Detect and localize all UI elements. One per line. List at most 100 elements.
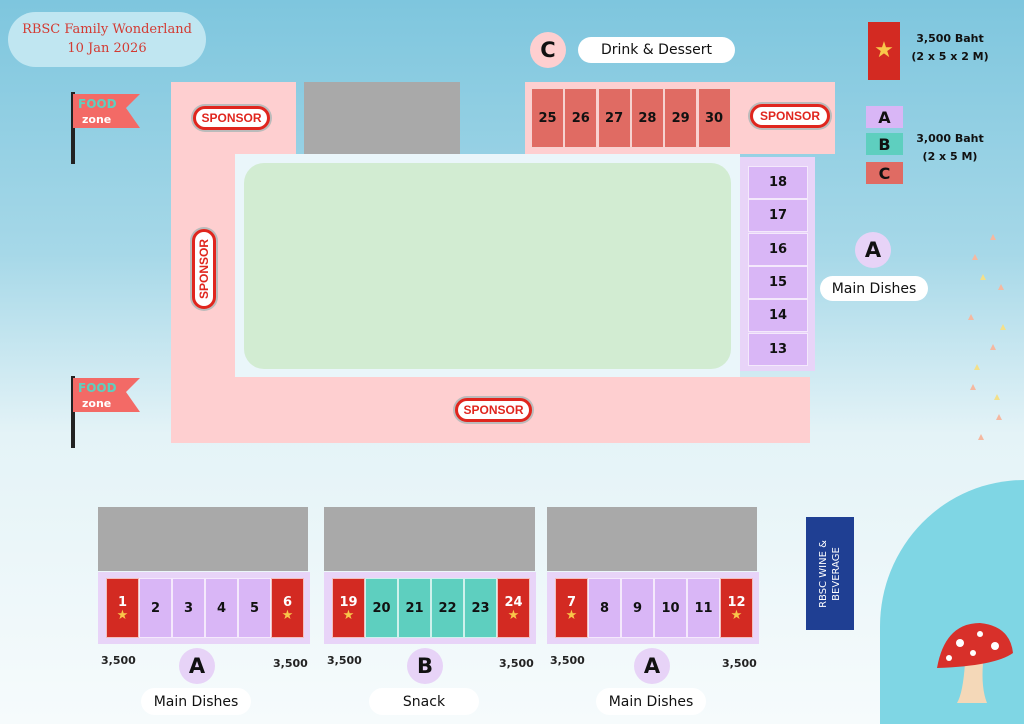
wine-beverage-label: RBSC WINE & BEVERAGE — [818, 539, 842, 608]
sponsor-badge: SPONSOR — [193, 106, 270, 130]
svg-text:FOOD: FOOD — [78, 381, 117, 395]
food-zone-flag-icon: FOOD zone — [71, 92, 140, 164]
premium-legend-swatch: ★ — [868, 22, 900, 80]
stall-number: 3 — [183, 600, 194, 616]
zone-label: Main Dishes — [596, 688, 706, 715]
tent-block — [324, 507, 535, 571]
stall-6: 6★ — [271, 578, 304, 638]
stall-5: 5 — [238, 578, 271, 638]
svg-text:zone: zone — [82, 113, 111, 126]
stall-number: 1 — [117, 594, 128, 610]
stall-28: 28 — [630, 88, 664, 148]
event-title-badge: RBSC Family Wonderland 10 Jan 2026 — [8, 12, 206, 67]
stall-8: 8 — [588, 578, 621, 638]
premium-legend-text: 3,500 Baht (2 x 5 x 2 M) — [905, 30, 995, 66]
tent-block — [547, 507, 757, 571]
stall-15: 15 — [748, 265, 808, 299]
stall-number: 20 — [372, 600, 391, 616]
sponsor-badge: SPONSOR — [455, 398, 532, 422]
stall-number: 24 — [504, 594, 523, 610]
right-price: 3,500 — [499, 657, 534, 670]
zone-label: Main Dishes — [141, 688, 251, 715]
star-icon: ★ — [342, 607, 355, 623]
legend-c: C — [866, 162, 903, 184]
zone-badge: A — [179, 648, 215, 684]
legend-a: A — [866, 106, 903, 128]
stall-18: 18 — [748, 166, 808, 199]
stall-number: 19 — [339, 594, 358, 610]
stall-number: 6 — [282, 594, 293, 610]
stall-9: 9 — [621, 578, 654, 638]
stall-number: 8 — [599, 600, 610, 616]
stall-number: 12 — [727, 594, 746, 610]
mushroom-icon — [937, 623, 1013, 703]
zone-c-badge: C — [530, 32, 566, 68]
standard-size: (2 x 5 M) — [922, 150, 978, 163]
standard-price: 3,000 Baht — [916, 132, 984, 145]
standard-legend-text: 3,000 Baht (2 x 5 M) — [905, 130, 995, 166]
stall-3: 3 — [172, 578, 205, 638]
tent-block — [98, 507, 308, 571]
zone-right-badge: A — [855, 232, 891, 268]
zone-right-label: Main Dishes — [820, 276, 928, 301]
stall-12: 12★ — [720, 578, 753, 638]
stall-10: 10 — [654, 578, 687, 638]
left-price: 3,500 — [550, 654, 585, 667]
left-price: 3,500 — [101, 654, 136, 667]
stall-number: 22 — [438, 600, 457, 616]
stall-number: 5 — [249, 600, 260, 616]
stall-1: 1★ — [106, 578, 139, 638]
left-price: 3,500 — [327, 654, 362, 667]
star-icon: ★ — [730, 607, 743, 623]
stall-7: 7★ — [555, 578, 588, 638]
stall-23: 23 — [464, 578, 497, 638]
tent-block — [304, 82, 460, 154]
premium-size: (2 x 5 x 2 M) — [911, 50, 989, 63]
stall-number: 10 — [661, 600, 680, 616]
stall-27: 27 — [597, 88, 631, 148]
zone-c-label: Drink & Dessert — [578, 37, 735, 63]
star-icon: ★ — [116, 607, 129, 623]
stall-16: 16 — [748, 232, 808, 266]
green-field — [244, 163, 731, 369]
stall-30: 30 — [697, 88, 731, 148]
wine-beverage-booth: RBSC WINE & BEVERAGE — [806, 517, 854, 630]
stall-number: 21 — [405, 600, 424, 616]
stall-24: 24★ — [497, 578, 530, 638]
svg-text:FOOD: FOOD — [78, 97, 117, 111]
zone-label: Snack — [369, 688, 479, 715]
zone-badge: A — [634, 648, 670, 684]
stall-11: 11 — [687, 578, 720, 638]
event-title: RBSC Family Wonderland — [22, 22, 192, 37]
star-icon: ★ — [507, 607, 520, 623]
sponsor-badge: SPONSOR — [750, 104, 830, 128]
stall-25: 25 — [531, 88, 564, 148]
star-icon: ★ — [874, 38, 894, 63]
legend-b: B — [866, 133, 903, 155]
food-zone-flag-icon: FOOD zone — [71, 376, 140, 448]
premium-price: 3,500 Baht — [916, 32, 984, 45]
stall-29: 29 — [664, 88, 698, 148]
svg-text:zone: zone — [82, 397, 111, 410]
stall-13: 13 — [748, 332, 808, 366]
stall-14: 14 — [748, 299, 808, 333]
stall-number: 4 — [216, 600, 227, 616]
event-date: 10 Jan 2026 — [67, 41, 147, 56]
stall-17: 17 — [748, 199, 808, 233]
stall-19: 19★ — [332, 578, 365, 638]
stall-20: 20 — [365, 578, 398, 638]
stall-number: 11 — [694, 600, 713, 616]
stall-22: 22 — [431, 578, 464, 638]
right-price: 3,500 — [273, 657, 308, 670]
zone-badge: B — [407, 648, 443, 684]
stall-number: 7 — [566, 594, 577, 610]
stall-2: 2 — [139, 578, 172, 638]
stall-21: 21 — [398, 578, 431, 638]
star-icon: ★ — [281, 607, 294, 623]
stall-4: 4 — [205, 578, 238, 638]
star-icon: ★ — [565, 607, 578, 623]
right-price: 3,500 — [722, 657, 757, 670]
stall-number: 2 — [150, 600, 161, 616]
sponsor-badge: SPONSOR — [192, 229, 216, 309]
confetti-decoration-icon — [968, 234, 1006, 440]
